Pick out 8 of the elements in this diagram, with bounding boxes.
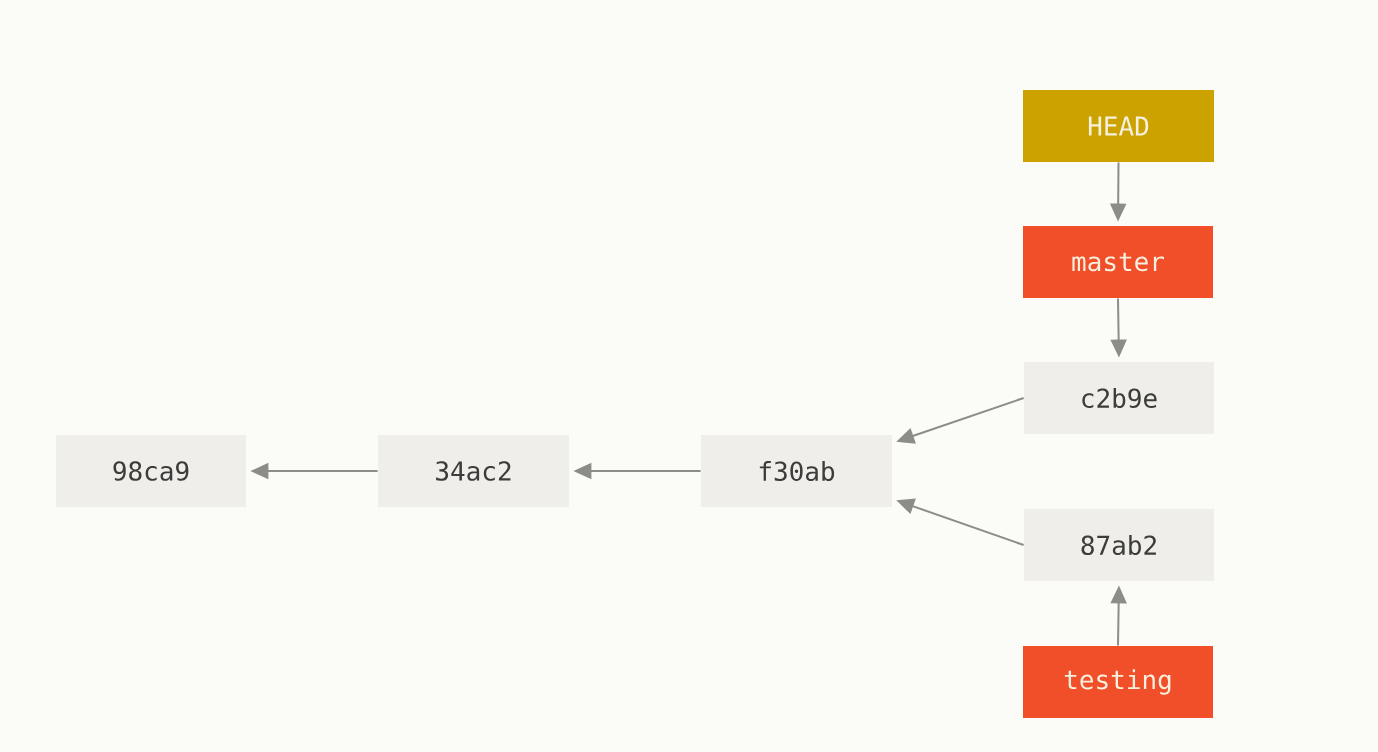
branch-box: testing	[1023, 646, 1213, 718]
commit-box: 98ca9	[56, 435, 246, 507]
commit-box: 87ab2	[1024, 509, 1214, 581]
commit-box: f30ab	[701, 435, 892, 507]
branch-box: master	[1023, 226, 1213, 298]
commit-box: 34ac2	[378, 435, 569, 507]
commit-box: c2b9e	[1024, 362, 1214, 434]
pointer-box: HEAD	[1023, 90, 1214, 162]
